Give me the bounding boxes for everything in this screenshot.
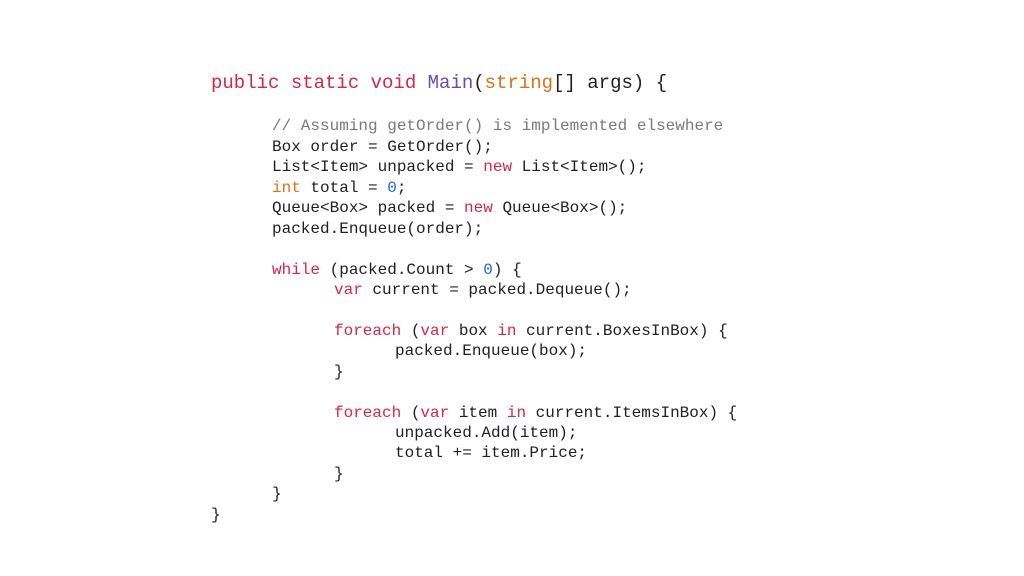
code-token-plain: ;	[396, 178, 407, 197]
code-line: }	[211, 484, 737, 504]
code-line-blank	[211, 96, 737, 116]
code-token-plain: ) {	[492, 260, 522, 279]
code-token-number: 0	[387, 178, 397, 197]
code-token-plain: current = packed.Dequeue();	[362, 280, 632, 299]
code-line: var current = packed.Dequeue();	[211, 280, 737, 300]
code-token-keyword: new	[483, 158, 513, 177]
code-token-comment: // Assuming getOrder() is implemented el…	[272, 117, 724, 136]
code-line: while (packed.Count > 0) {	[211, 260, 737, 280]
code-line: unpacked.Add(item);	[211, 423, 737, 443]
code-token-plain: (	[401, 403, 421, 422]
code-token-plain: }	[334, 362, 344, 381]
code-token-plain: Queue<Box>();	[492, 199, 628, 218]
code-token-plain: [] args) {	[553, 72, 668, 94]
code-line-blank	[211, 239, 737, 259]
code-token-type: int	[272, 178, 301, 197]
code-token-plain: }	[334, 464, 344, 483]
code-token-plain: total =	[300, 178, 388, 197]
code-line: public static void Main(string[] args) {	[211, 70, 737, 96]
code-token-plain: packed.Enqueue(box);	[395, 342, 588, 361]
code-token-plain: (packed.Count >	[320, 260, 484, 279]
code-token-plain: Queue<Box> packed =	[272, 199, 465, 218]
code-token-method: Main	[427, 72, 474, 94]
code-token-plain: List<Item> unpacked =	[272, 158, 484, 177]
code-token-plain: box	[449, 321, 498, 340]
code-line: }	[211, 505, 737, 525]
code-token-plain: current.ItemsInBox) {	[526, 403, 738, 422]
code-token-plain: Box order = GetOrder();	[272, 137, 493, 156]
code-line: int total = 0;	[211, 178, 737, 198]
code-line: Box order = GetOrder();	[211, 137, 737, 157]
code-token-keyword: new	[464, 199, 493, 218]
code-line: total += item.Price;	[211, 443, 737, 463]
code-line-blank	[211, 382, 737, 402]
code-line: packed.Enqueue(box);	[211, 341, 737, 361]
code-token-keyword: var	[334, 280, 363, 299]
code-token-keyword: in	[506, 403, 527, 422]
code-token-number: 0	[483, 260, 493, 279]
code-token-plain: packed.Enqueue(order);	[272, 219, 484, 238]
code-token-keyword: public static void	[211, 72, 428, 94]
code-token-plain: item	[449, 403, 507, 422]
code-token-plain: unpacked.Add(item);	[395, 424, 578, 442]
code-token-keyword: while	[272, 260, 321, 279]
code-token-keyword: in	[497, 321, 517, 340]
code-token-keyword: var	[420, 403, 450, 422]
code-line: }	[211, 362, 737, 382]
code-token-keyword: foreach	[334, 321, 402, 340]
code-line: List<Item> unpacked = new List<Item>();	[211, 157, 737, 177]
code-token-plain: (	[473, 72, 485, 94]
code-line-blank	[211, 300, 737, 320]
code-token-plain: }	[272, 485, 282, 504]
code-token-plain: }	[211, 505, 221, 524]
code-line: packed.Enqueue(order);	[211, 219, 737, 239]
code-line: foreach (var item in current.ItemsInBox)…	[211, 403, 737, 423]
code-token-keyword: var	[420, 321, 450, 340]
code-block: public static void Main(string[] args) {…	[211, 70, 737, 525]
code-token-keyword: foreach	[334, 403, 402, 422]
code-token-plain: (	[401, 321, 421, 340]
code-line: Queue<Box> packed = new Queue<Box>();	[211, 198, 737, 218]
code-token-type: string	[484, 72, 554, 94]
code-line: // Assuming getOrder() is implemented el…	[211, 116, 737, 136]
code-line: }	[211, 464, 737, 484]
code-token-plain: List<Item>();	[512, 158, 647, 177]
code-token-plain: total += item.Price;	[395, 444, 588, 463]
code-line: foreach (var box in current.BoxesInBox) …	[211, 321, 737, 341]
code-token-plain: current.BoxesInBox) {	[516, 321, 728, 340]
